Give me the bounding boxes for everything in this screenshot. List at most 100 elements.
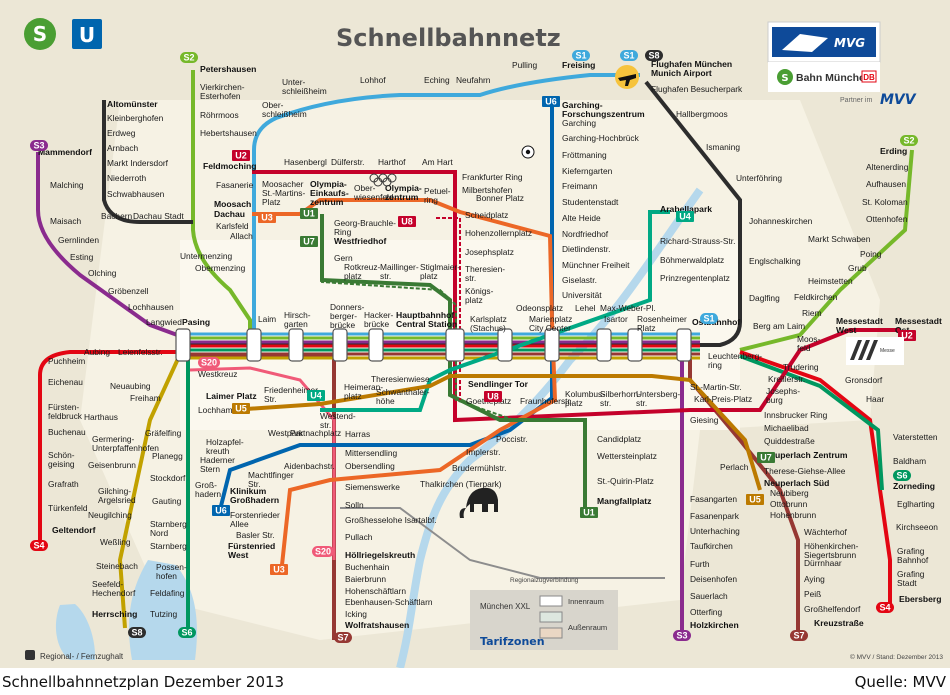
line-s4-west <box>38 350 180 540</box>
line-u5 <box>231 374 762 491</box>
line-badge-u7: U7 <box>757 452 775 463</box>
station-label: Tutzing <box>150 609 177 619</box>
station-label: Ismaning <box>706 142 740 152</box>
station-label: Westpark <box>268 428 304 438</box>
station-label: Basler Str. <box>236 530 275 540</box>
station-label: Baierbrunn <box>345 574 386 584</box>
station-label: Ottobrunn <box>770 499 808 509</box>
line-badge-s8: S8 <box>645 50 663 61</box>
station-label: Gauting <box>152 496 182 506</box>
station-label: Freimann <box>562 181 598 191</box>
station-label: Kreuzstraße <box>814 618 864 628</box>
station-label: Sendlinger Tor <box>468 379 529 389</box>
station-label: Garching <box>562 118 596 128</box>
station-label: Laim <box>258 314 276 324</box>
station-label: Michaelibad <box>764 423 809 433</box>
station-label: St.-Quirin-Platz <box>597 476 654 486</box>
station-label: Esting <box>70 252 94 262</box>
line-u7 <box>321 238 521 423</box>
station-label: Pulling <box>512 60 537 70</box>
station-label: Starnberg <box>150 541 187 551</box>
station-label: Schwanthaler-höhe <box>376 387 430 406</box>
station-label: Siemenswerke <box>345 482 400 492</box>
station-label: Baldham <box>893 456 926 466</box>
line-badge-s8: S8 <box>128 627 146 638</box>
station-label: Puchheim <box>48 356 85 366</box>
svg-text:Bahn München: Bahn München <box>796 72 871 84</box>
regional-legend: Regional- / Fernzughalt <box>25 650 124 661</box>
station-label: Großhesselohe Isartalbf. <box>345 515 437 525</box>
station-label: Eichenau <box>48 377 83 387</box>
bahn-muenchen-logo: S Bahn München DB <box>768 62 880 92</box>
station-label: Poing <box>860 249 882 259</box>
station-label: Milbertshofen <box>462 185 513 195</box>
station-label: Malching <box>50 180 84 190</box>
svg-text:DB: DB <box>863 73 875 82</box>
station-label: Geltendorf <box>52 525 96 535</box>
station-label: Fasangarten <box>690 494 737 504</box>
station-label: Richard-Strauss-Str. <box>660 236 735 246</box>
svg-text:S3: S3 <box>33 141 44 151</box>
station-label: Neuperlach Süd <box>764 478 829 488</box>
station-label: Petuel-ring <box>424 186 451 205</box>
station-label: Arabellapark <box>660 204 712 214</box>
station-label: Therese-Giehse-Allee <box>764 466 846 476</box>
line-s20 <box>189 366 336 560</box>
station-label: Perlach <box>720 462 749 472</box>
svg-text:S8: S8 <box>648 51 659 61</box>
station-label: Josephsplatz <box>465 247 514 257</box>
line-s6-east <box>739 354 884 491</box>
svg-text:S20: S20 <box>315 547 331 557</box>
station-label: Ottenhofen <box>866 214 908 224</box>
svg-text:U3: U3 <box>273 565 285 575</box>
line-badge-s4: S4 <box>30 540 48 551</box>
station-label: Aidenbachstr. <box>284 461 335 471</box>
station-label: Solln <box>345 500 364 510</box>
station-label: Icking <box>345 609 367 619</box>
footer-caption: Schnellbahnnetzplan Dezember 2013 <box>2 673 285 691</box>
station-label: Moos-feld <box>797 334 820 353</box>
interchange-boxes <box>175 328 692 362</box>
credit: © MVV / Stand: Dezember 2013 <box>850 653 943 661</box>
station-label: Fürsten-feldbruck <box>48 402 83 421</box>
station-label: Neugilching <box>88 510 132 520</box>
station-label: Aying <box>804 574 825 584</box>
station-label: Donners-berger-brücke <box>330 302 365 330</box>
station-label: Hirsch-garten <box>284 310 311 329</box>
station-label: Ober-wiesenfeld <box>353 183 394 202</box>
station-label: Lochham <box>198 405 232 415</box>
station-label: Geisenbrunn <box>88 460 136 470</box>
svg-text:München XXL: München XXL <box>480 602 531 611</box>
station-label: Karlsfeld <box>216 221 249 231</box>
station-label: Kolumbus-platz <box>565 389 605 408</box>
station-label: Böhmerwaldplatz <box>660 255 724 265</box>
station-label: Allach <box>230 231 253 241</box>
line-badge-u6: U6 <box>542 96 560 107</box>
station-label: Unterhaching <box>690 526 740 536</box>
station-label: Poccistr. <box>496 434 528 444</box>
svg-text:S8: S8 <box>131 628 142 638</box>
station-label: Eching <box>424 75 450 85</box>
svg-text:U: U <box>79 23 95 47</box>
station-label: Wächterhof <box>804 527 847 537</box>
line-badge-s3: S3 <box>673 630 691 641</box>
svg-text:S1: S1 <box>703 314 714 324</box>
station-label: Steinebach <box>96 561 138 571</box>
station-label: Feldafing <box>150 588 185 598</box>
station-label: Implerstr. <box>466 447 500 457</box>
line-badge-s20: S20 <box>312 546 334 557</box>
station-label: Hebertshausen <box>200 128 257 138</box>
station-label: Westkreuz <box>198 369 237 379</box>
station-label: Brudermühlstr. <box>452 463 506 473</box>
station-label: Dietlindenstr. <box>562 244 610 254</box>
station-label: Holzkirchen <box>690 620 739 630</box>
svg-text:U6: U6 <box>545 97 557 107</box>
station-label: Fasanerie <box>216 180 254 190</box>
line-badge-s6: S6 <box>178 627 196 638</box>
station-label: Mittersendling <box>345 448 397 458</box>
airport-icon <box>615 65 639 89</box>
station-label: Thalkirchen (Tierpark) <box>420 479 502 489</box>
svg-text:Tarifzonen: Tarifzonen <box>480 635 545 648</box>
station-label: Gern <box>334 253 353 263</box>
